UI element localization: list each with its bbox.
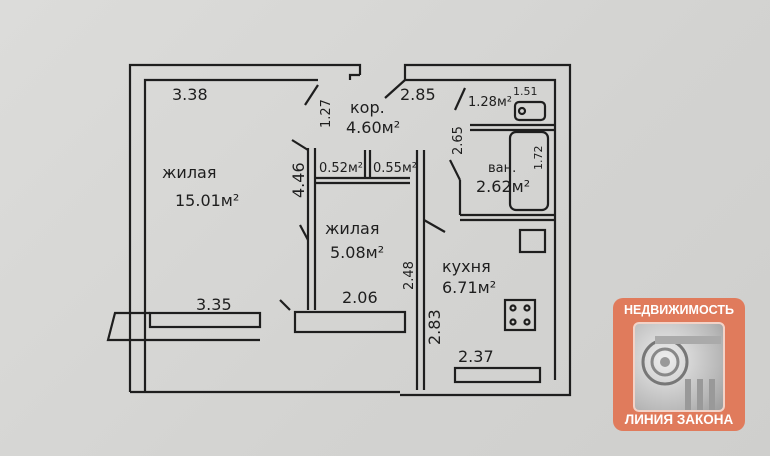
room-area-closet-2: 0.55м² [373, 161, 417, 176]
room-area-bathroom: 2.62м² [476, 177, 530, 196]
room-area-corridor: 4.60м² [346, 118, 400, 137]
dimension-label: 2.48 [402, 261, 417, 290]
dimension-label: 3.38 [172, 85, 208, 104]
ionic-volute-icon [641, 336, 721, 410]
room-label-living-small: жилая [325, 219, 379, 238]
walls [106, 63, 572, 397]
room-label-kitchen: кухня [442, 257, 491, 276]
room-label-living-large: жилая [162, 163, 216, 182]
dimension-label: 2.85 [400, 85, 436, 104]
room-label-bathroom: ван. [488, 161, 516, 176]
dimension-label: 1.51 [513, 85, 538, 98]
room-label-corridor: кор. [350, 98, 385, 117]
dimension-label: 2.65 [451, 126, 466, 155]
dimension-label: 3.35 [196, 295, 232, 314]
room-area-toilet: 1.28м² [468, 95, 512, 110]
logo-top-text: НЕДВИЖИМОСТЬ [623, 303, 735, 317]
dimension-label: 4.46 [289, 162, 308, 198]
room-area-closet-1: 0.52м² [319, 161, 363, 176]
dimension-label: 2.83 [425, 309, 444, 345]
dimension-label: 2.06 [342, 288, 378, 307]
dimension-label: 1.72 [532, 146, 545, 171]
agency-logo: НЕДВИЖИМОСТЬ ЛИНИЯ ЗАКОНА [613, 298, 745, 431]
dimension-label: 2.37 [458, 347, 494, 366]
dimension-label: 1.27 [319, 99, 334, 128]
room-area-living-large: 15.01м² [175, 191, 239, 210]
room-area-living-small: 5.08м² [330, 243, 384, 262]
room-area-kitchen: 6.71м² [442, 278, 496, 297]
logo-bottom-text: ЛИНИЯ ЗАКОНА [624, 412, 734, 427]
column-capital-icon [633, 322, 725, 412]
